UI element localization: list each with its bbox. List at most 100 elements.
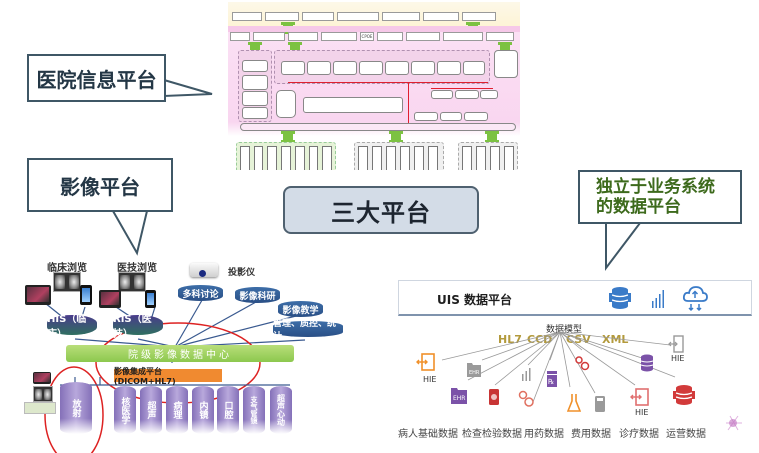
his-item [333, 61, 357, 75]
data-model-links [441, 331, 676, 403]
his-top-row [232, 12, 496, 21]
his-data-warehouse [494, 50, 518, 78]
rx-text: ℞ [548, 378, 554, 386]
pacs-callout-text: 影像平台 [60, 174, 140, 199]
his-vcell [281, 146, 291, 170]
his-item [411, 61, 435, 75]
dept-ultrasound: 超声 [140, 386, 162, 434]
his-connector [431, 88, 493, 89]
his-callout-text: 医院信息平台 [36, 67, 157, 92]
uis-callout: 独立于业务系统 的数据平台 [578, 170, 742, 224]
his-vcell [400, 146, 410, 170]
his-vcell [386, 146, 396, 170]
three-platforms-title: 三大平台 [283, 186, 479, 234]
his-vcell [428, 146, 438, 170]
his-bottom-group [354, 142, 444, 170]
app-management: 管理、质控、统计 [273, 319, 343, 342]
his-cell [230, 32, 250, 41]
database-icon [640, 354, 654, 372]
his-cell [265, 12, 299, 21]
cloud-sync-icon [682, 286, 708, 312]
category-operations: 运营数据 [666, 429, 706, 440]
ehr-text: EHR [453, 395, 465, 402]
his-item [281, 61, 305, 75]
dept-radiology: 放射 [60, 382, 92, 434]
ris-system-node: RIS（医技） [113, 314, 163, 340]
tablet-icon [145, 290, 156, 308]
his-vcell [358, 146, 368, 170]
his-cell [321, 32, 357, 41]
category-exam-lab: 检查检验数据 [462, 429, 522, 440]
uis-title: UIS 数据平台 [437, 293, 513, 307]
logo-watermark-icon [726, 415, 742, 431]
workstation-icon [33, 372, 51, 384]
projector-icon [190, 263, 218, 277]
bar-chart-icon [652, 290, 664, 308]
app-label: 影像教学 [282, 305, 319, 316]
his-item [242, 91, 268, 106]
his-vcell [504, 146, 514, 170]
gears-icon [518, 390, 534, 407]
his-item [414, 112, 438, 121]
his-vcell [462, 146, 472, 170]
category-treatment: 诊疗数据 [619, 429, 659, 440]
his-architecture-diagram: CPOE [228, 2, 520, 170]
his-band [228, 26, 520, 32]
prescription-icon: ℞ [547, 371, 557, 387]
his-cell [406, 32, 440, 41]
his-vcell [294, 146, 305, 170]
his-item [385, 61, 409, 75]
bar-chart-gray-icon [522, 368, 531, 381]
his-vcell [240, 146, 250, 170]
dept-nuclear-medicine: 核医学 [114, 386, 136, 434]
his-vcell [414, 146, 424, 170]
his-emr-panel [274, 50, 490, 84]
his-cell [486, 32, 514, 41]
ehr-folder-icon: EHR [451, 388, 467, 404]
hie-exchange-icon [668, 335, 684, 353]
his-item [437, 61, 461, 75]
his-bottom-group [236, 142, 336, 170]
lab-report-icon [489, 389, 499, 405]
hie-label: HIE [671, 354, 685, 363]
his-cell [337, 12, 379, 21]
hie-label: HIE [423, 375, 437, 384]
his-vcell [322, 146, 333, 170]
his-item [242, 75, 268, 90]
xray-image-icon [33, 386, 53, 402]
his-item [242, 60, 268, 72]
format-xml: XML [602, 333, 629, 346]
database-icon [673, 385, 695, 405]
integration-label: 影像集成平台(DICOM+HL7) [114, 366, 176, 386]
his-system-node: HIS（临床） [47, 314, 97, 340]
hie-exchange-icon [630, 388, 649, 406]
his-cell [377, 32, 403, 41]
his-cell [462, 12, 496, 21]
his-item [242, 107, 268, 119]
app-research: 影像科研 [235, 287, 280, 303]
his-doc-store [276, 90, 296, 118]
his-bottom-group [458, 142, 518, 170]
hie-label: HIE [635, 408, 649, 417]
his-vcell [267, 146, 278, 170]
uis-callout-line2: 的数据平台 [596, 197, 681, 217]
his-connector [288, 82, 488, 83]
his-item [480, 90, 498, 99]
his-system-label: HIS（临床） [47, 314, 87, 340]
his-item [464, 112, 488, 121]
his-cell [302, 12, 334, 21]
his-item [359, 61, 383, 75]
his-registry-panel [238, 50, 272, 122]
app-label: 多科讨论 [182, 289, 219, 300]
category-patient-basic: 病人基础数据 [398, 429, 458, 440]
data-center-bar: 院级影像数据中心 [66, 345, 294, 362]
uis-callout-tail [605, 222, 643, 271]
green-arrow-icon [485, 131, 499, 143]
calculator-icon [595, 396, 605, 412]
his-cell [382, 12, 420, 21]
center-title-text: 三大平台 [331, 198, 431, 227]
app-label: 管理、质控、统计 [273, 319, 337, 342]
xray-image-icon [118, 272, 146, 292]
category-medication: 用药数据 [524, 429, 564, 440]
uis-callout-line1: 独立于业务系统 [596, 177, 715, 197]
